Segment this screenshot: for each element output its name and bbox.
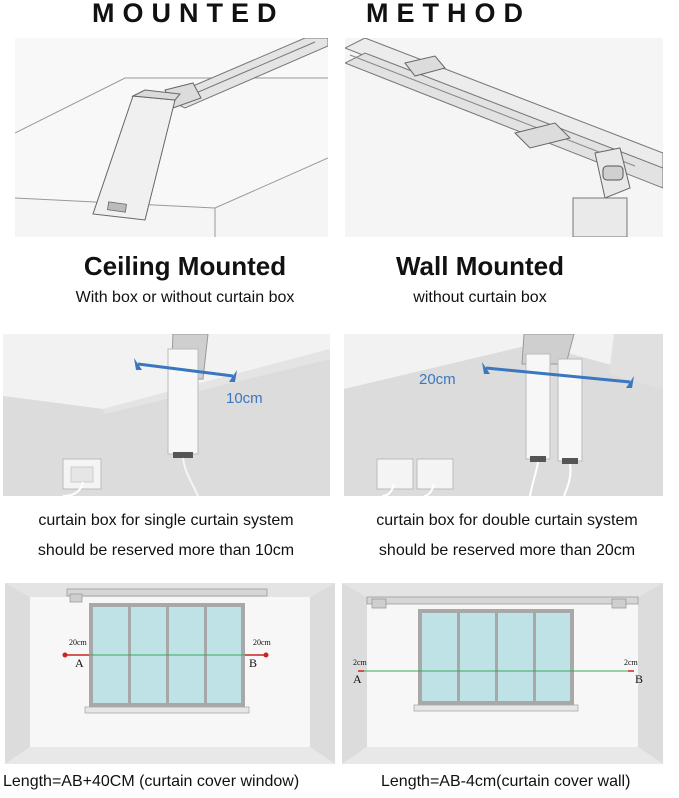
single-desc-line2: should be reserved more than 10cm [37,542,295,559]
right-gap-label: 2cm [624,658,638,667]
ceiling-mounted-title: Ceiling Mounted [83,251,287,281]
ceiling-mounted-subtitle: With box or without curtain box [75,289,295,306]
header-mounted: MOUNTED [92,0,285,28]
wall-mounted-title: Wall Mounted [395,251,564,281]
double-measure-label: 20cm [419,371,456,388]
double-system-description: curtain box for double curtain system sh… [340,506,674,566]
window-cover-diagram: 20cm 20cm A B [5,583,335,764]
left-gap-label: 20cm [69,638,87,647]
wall-length-formula: Length=AB-4cm(curtain cover wall) [381,773,631,790]
wall-mount-illustration [345,38,663,237]
wall-mounted-subtitle: without curtain box [413,289,547,306]
single-curtain-box-photo: 10cm [3,334,330,496]
ceiling-mount-illustration [15,38,328,237]
single-system-description: curtain box for single curtain system sh… [0,506,332,566]
double-desc-line2: should be reserved more than 20cm [378,542,636,559]
point-a-label: A [75,656,84,670]
left-gap-label: 2cm [353,658,367,667]
right-gap-label: 20cm [253,638,271,647]
header-method: METHOD [366,0,531,28]
wall-cover-diagram: 2cm 2cm A B [342,583,663,764]
single-measure-label: 10cm [226,390,263,407]
point-b-label: B [249,656,258,670]
single-desc-line1: curtain box for single curtain system [38,512,294,529]
double-desc-line1: curtain box for double curtain system [376,512,638,529]
ceiling-length-formula: Length=AB+40CM (curtain cover window) [3,773,300,790]
point-a-label: A [353,672,362,686]
point-b-label: B [635,672,644,686]
double-curtain-box-photo: 20cm [344,334,663,496]
